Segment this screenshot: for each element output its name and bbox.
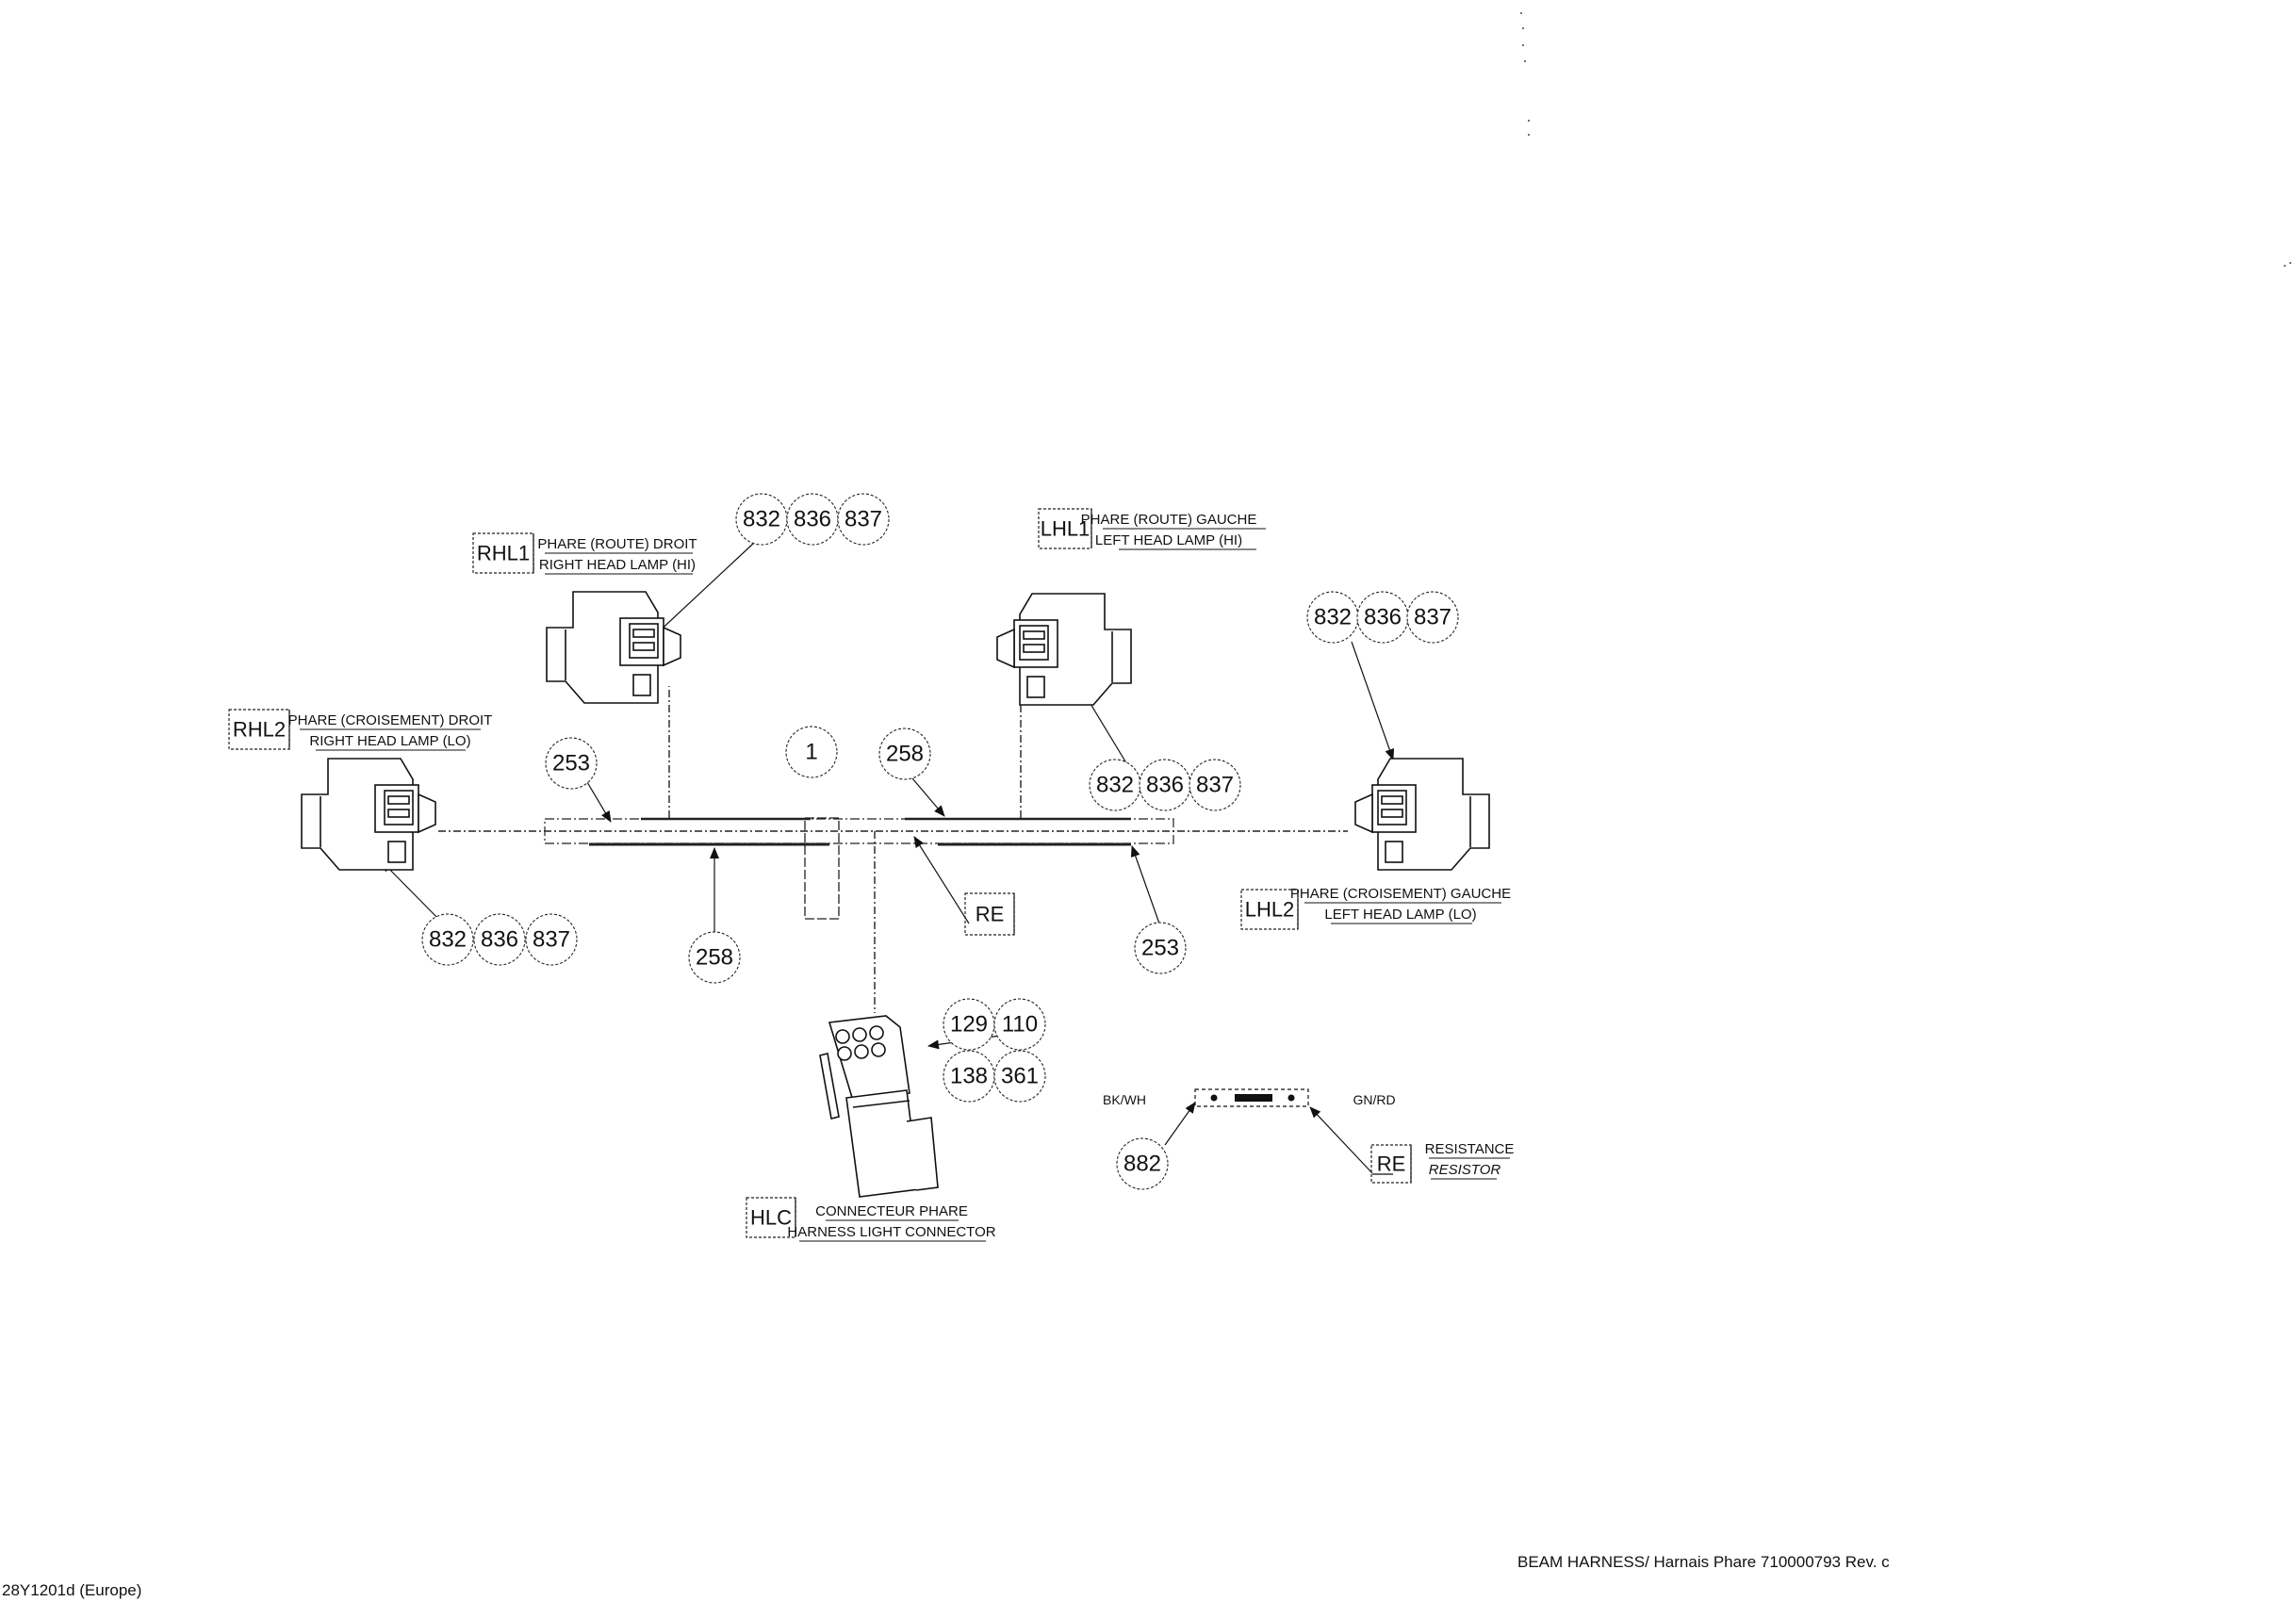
lhl1-code: LHL1 [1041, 517, 1091, 541]
lhl2-label-en: LEFT HEAD LAMP (LO) [1324, 907, 1476, 923]
callout-rings [421, 493, 1459, 1190]
wire-color-right: GN/RD [1353, 1092, 1395, 1107]
callout-hlc-0: 129 [950, 1012, 988, 1038]
rhl2-code: RHL2 [233, 718, 286, 742]
rhl1-code: RHL1 [477, 542, 530, 565]
lhl2-connector [1354, 758, 1490, 871]
callout-tape-top-right: 258 [886, 742, 924, 767]
stray-marks [1520, 12, 2291, 267]
resistor-symbol [1194, 1088, 1309, 1107]
re-legend-code: RE [1377, 1152, 1406, 1176]
callout-harness: 1 [805, 740, 817, 765]
rhl2-connector [301, 758, 436, 871]
re-tag-code: RE [976, 903, 1005, 926]
re-label-fr: RESISTANCE [1425, 1141, 1515, 1157]
label-boxes [228, 508, 1412, 1238]
lhl1-connector [996, 593, 1132, 706]
lhl2-code: LHL2 [1245, 898, 1295, 922]
callout-lhl2-0: 832 [1314, 605, 1352, 630]
callout-rhl2-1: 836 [481, 927, 518, 953]
rhl1-connector [546, 591, 681, 704]
lhl1-label-fr: PHARE (ROUTE) GAUCHE [1081, 512, 1257, 528]
callout-rhl1-1: 836 [794, 507, 831, 532]
callout-tape-bottom-left: 258 [696, 945, 733, 971]
callout-lhl1-1: 836 [1146, 773, 1184, 798]
hlc-label-fr: CONNECTEUR PHARE [815, 1203, 968, 1219]
rhl1-label-en: RIGHT HEAD LAMP (HI) [539, 557, 696, 573]
hlc-label-en: HARNESS LIGHT CONNECTOR [787, 1224, 995, 1240]
callout-lhl1-0: 832 [1096, 773, 1134, 798]
lhl1-label-en: LEFT HEAD LAMP (HI) [1095, 532, 1242, 548]
footer-title: BEAM HARNESS/ Harnais Phare 710000793 Re… [1517, 1553, 1890, 1571]
rhl2-label-fr: PHARE (CROISEMENT) DROIT [288, 712, 493, 728]
callout-hlc-3: 361 [1001, 1064, 1039, 1089]
callout-hlc-2: 138 [950, 1064, 988, 1089]
lhl2-label-fr: PHARE (CROISEMENT) GAUCHE [1290, 886, 1511, 902]
callout-rhl1-0: 832 [743, 507, 780, 532]
callout-tape-top-left: 253 [552, 751, 590, 776]
footer-model-code: 28Y1201d (Europe) [2, 1581, 142, 1599]
wire-color-left: BK/WH [1103, 1092, 1146, 1107]
re-label-en: RESISTOR [1429, 1162, 1501, 1178]
callout-rhl2-2: 837 [533, 927, 570, 953]
hlc-connector [819, 1015, 939, 1198]
callout-rhl1-2: 837 [845, 507, 882, 532]
callout-rhl2-0: 832 [429, 927, 467, 953]
callout-hlc-1: 110 [1002, 1012, 1038, 1038]
rhl2-label-en: RIGHT HEAD LAMP (LO) [309, 733, 470, 749]
callout-lhl1-2: 837 [1196, 773, 1234, 798]
rhl1-label-fr: PHARE (ROUTE) DROIT [537, 536, 697, 552]
callout-resistor: 882 [1123, 1152, 1161, 1177]
harness-trunk [438, 664, 1348, 1013]
callout-lhl2-1: 836 [1364, 605, 1402, 630]
label-solid-edges [288, 509, 1412, 1237]
hlc-code: HLC [750, 1206, 792, 1230]
callout-tape-bottom-right: 253 [1141, 936, 1179, 961]
callout-lhl2-2: 837 [1414, 605, 1451, 630]
